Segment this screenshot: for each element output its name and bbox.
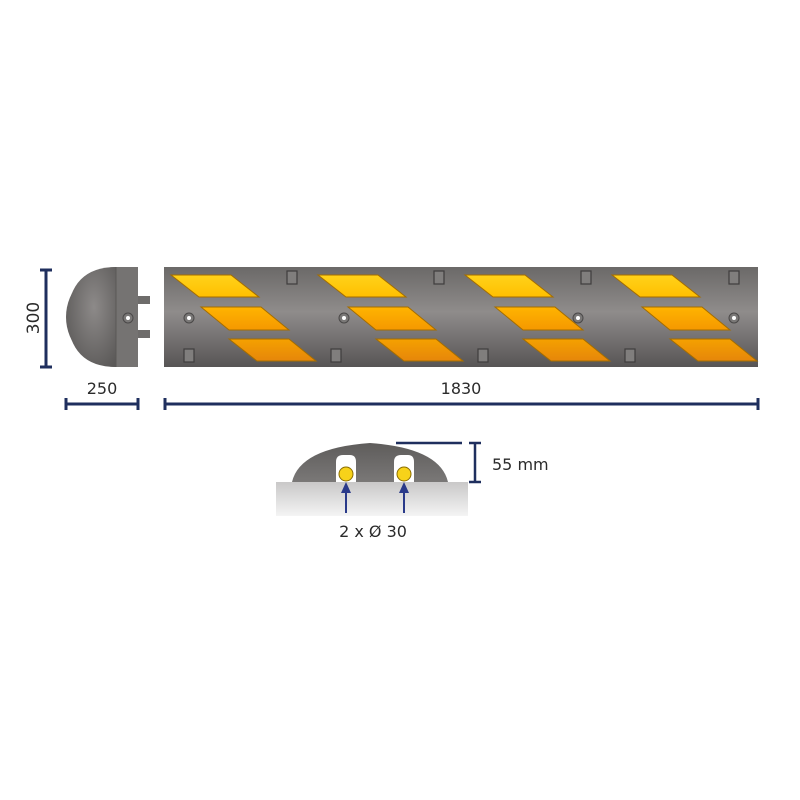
profile-height-label: 55 mm bbox=[492, 455, 549, 474]
segment-length-dimension bbox=[163, 398, 760, 410]
bolt-icon bbox=[338, 312, 350, 324]
bolt-icon bbox=[122, 312, 134, 324]
height-dimension bbox=[40, 268, 52, 369]
segment-length-label: 1830 bbox=[441, 379, 482, 398]
height-label: 300 bbox=[24, 302, 44, 334]
profile-height-dimension bbox=[396, 441, 481, 484]
end-cap-width-label: 250 bbox=[87, 379, 118, 398]
bolt-icon bbox=[572, 312, 584, 324]
cable-channel-label: 2 x Ø 30 bbox=[339, 522, 407, 541]
speed-bump-segment bbox=[164, 267, 758, 367]
end-cap-view bbox=[66, 267, 150, 367]
arrow-up-icon bbox=[341, 482, 351, 513]
bolt-icon bbox=[183, 312, 195, 324]
bolt-icon bbox=[728, 312, 740, 324]
profile-view bbox=[276, 443, 468, 516]
end-cap-width-dimension bbox=[64, 398, 140, 410]
arrow-up-icon bbox=[399, 482, 409, 513]
